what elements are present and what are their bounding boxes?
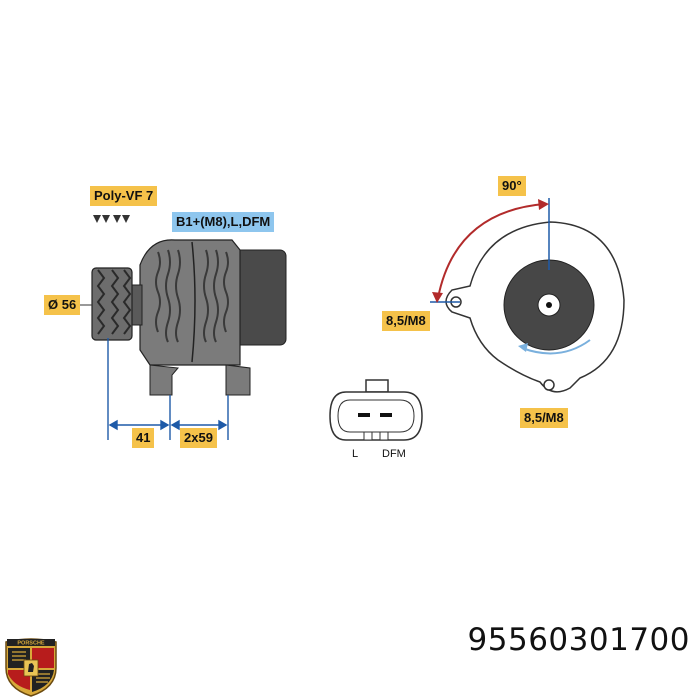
belt-profile-icon xyxy=(93,215,130,223)
dimension-lines xyxy=(66,304,229,440)
mount-upper-label: 8,5/M8 xyxy=(382,311,430,331)
belt-type-label: Poly-VF 7 xyxy=(90,186,158,206)
alternator-side-view xyxy=(66,215,287,440)
cooling-fins xyxy=(155,249,229,343)
mount-lower-label: 8,5/M8 xyxy=(520,408,568,428)
angle-arc xyxy=(437,203,545,299)
pin-l-label: L xyxy=(352,448,359,460)
porsche-crest-logo: PORSCHE xyxy=(5,638,57,697)
mount-hole-lower xyxy=(543,379,555,391)
mounting-foot-rear xyxy=(225,364,251,396)
dimension-41-label: 41 xyxy=(132,428,155,448)
rotation-arrow xyxy=(521,339,591,355)
pulley-diameter-label: Ø 56 xyxy=(44,295,81,315)
pin-dfm-label: DFM xyxy=(382,448,406,460)
pin-dfm xyxy=(380,413,392,417)
angle-label: 90° xyxy=(498,176,526,196)
pin-l xyxy=(358,413,370,417)
dimension-2x59-label: 2x59 xyxy=(180,428,217,448)
connector-spec-label: B1+(M8),L,DFM xyxy=(172,212,275,232)
pulley xyxy=(91,267,133,341)
alternator-housing xyxy=(139,239,241,366)
part-number: 95560301700 xyxy=(467,622,690,658)
mounting-foot-front xyxy=(149,364,179,396)
alternator-front-view xyxy=(430,198,625,393)
connector-plug xyxy=(329,379,423,441)
crest-text: PORSCHE xyxy=(17,641,45,647)
